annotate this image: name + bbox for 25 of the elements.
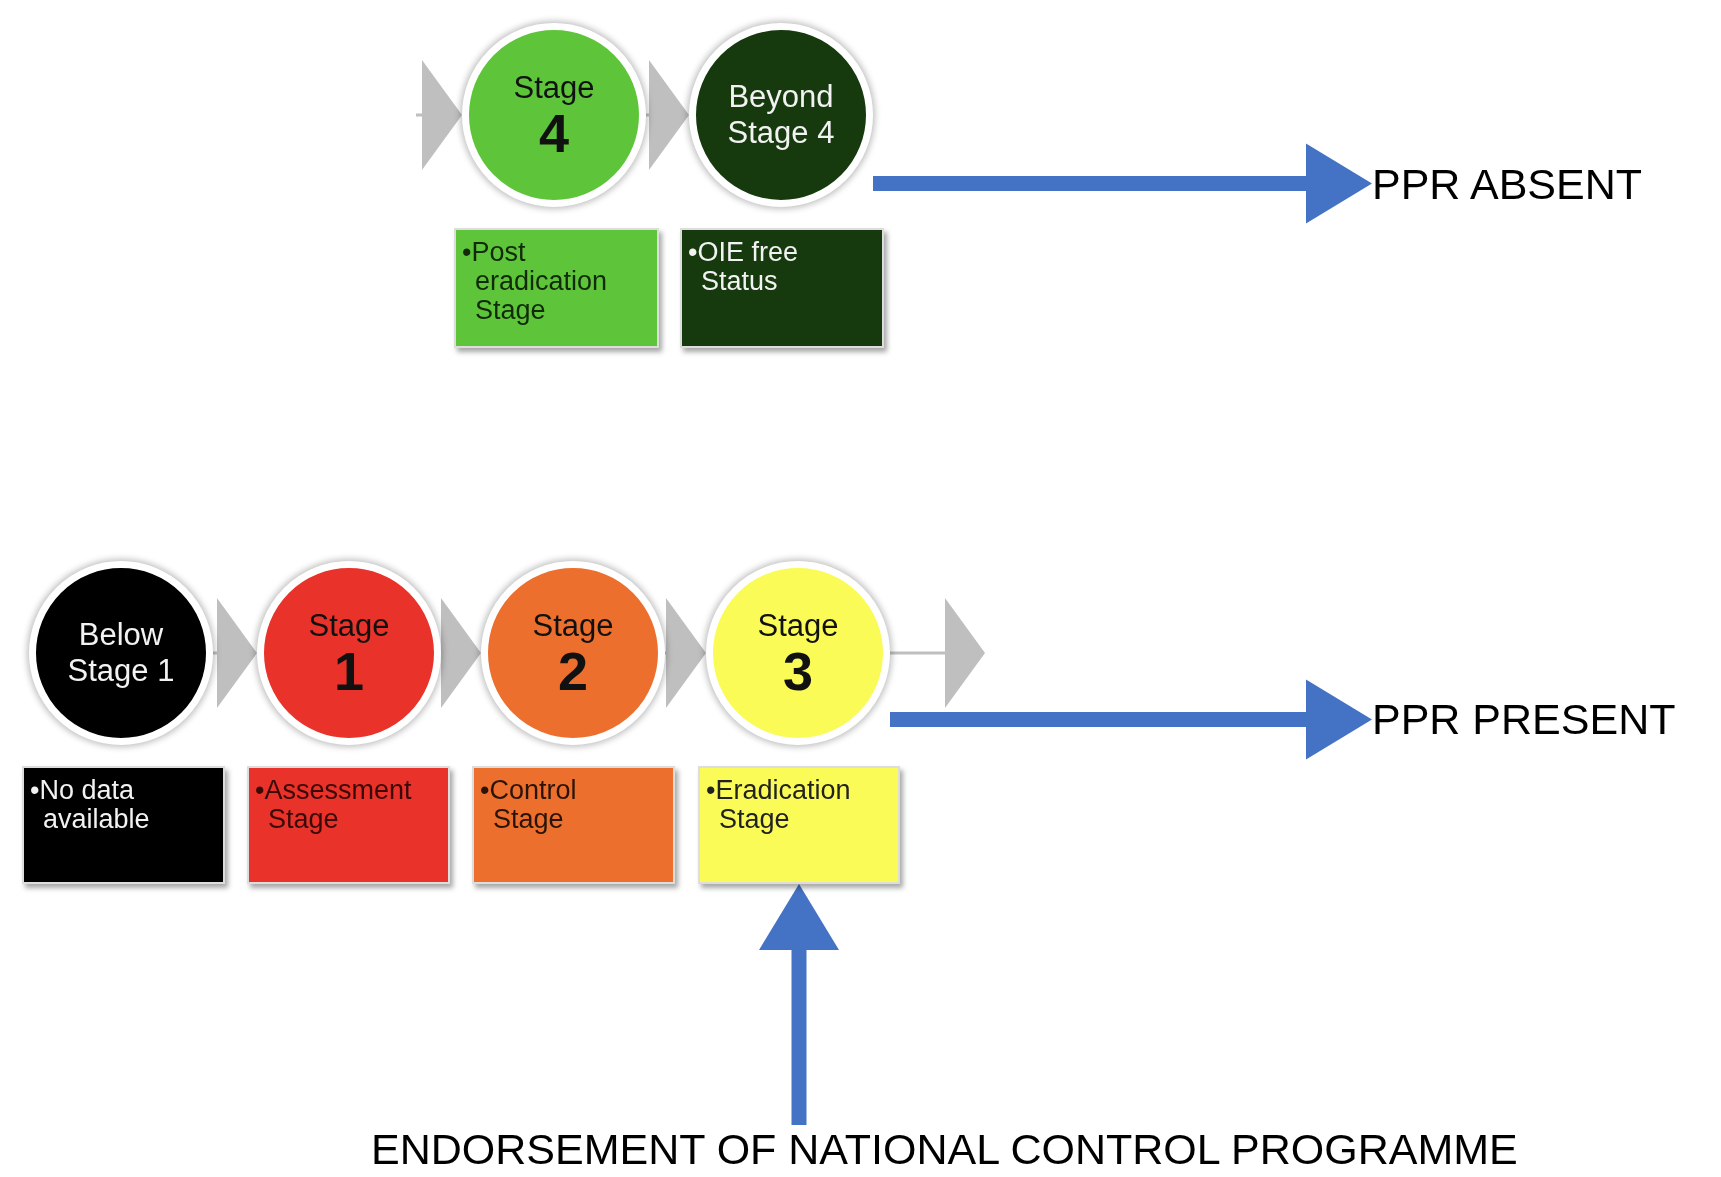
stage-description-box: [22, 766, 225, 884]
stage-number: 2: [557, 643, 588, 698]
stage-number: 4: [538, 105, 569, 160]
stage-number: 3: [782, 643, 813, 698]
stage-description-box: [247, 766, 450, 884]
stage-description: •Assessment Stage: [255, 776, 413, 835]
stage-description: •Control Stage: [480, 776, 578, 835]
stage-description-box: [680, 228, 884, 348]
stage-label: Stage: [308, 608, 390, 644]
stage-label: Stage: [513, 70, 595, 106]
stage-description: •Eradication Stage: [706, 776, 852, 835]
stage-description: •OIE free Status: [688, 238, 799, 297]
status-label: PPR PRESENT: [1372, 695, 1676, 744]
stage-description-box: [454, 228, 659, 348]
stage-description: •No data available: [30, 776, 151, 835]
status-label: ENDORSEMENT OF NATIONAL CONTROL PROGRAMME: [371, 1125, 1518, 1174]
stage-label: Stage: [757, 608, 839, 644]
status-label: PPR ABSENT: [1372, 160, 1643, 209]
stage-description-box: [472, 766, 675, 884]
stage-label: Below Stage 1: [66, 617, 176, 689]
stage-description: •Post eradication Stage: [462, 238, 609, 326]
stage-label: Stage: [532, 608, 614, 644]
stage-number: 1: [333, 643, 364, 698]
stage-label: Beyond Stage 4: [726, 79, 836, 151]
stage-description-box: [698, 766, 900, 884]
